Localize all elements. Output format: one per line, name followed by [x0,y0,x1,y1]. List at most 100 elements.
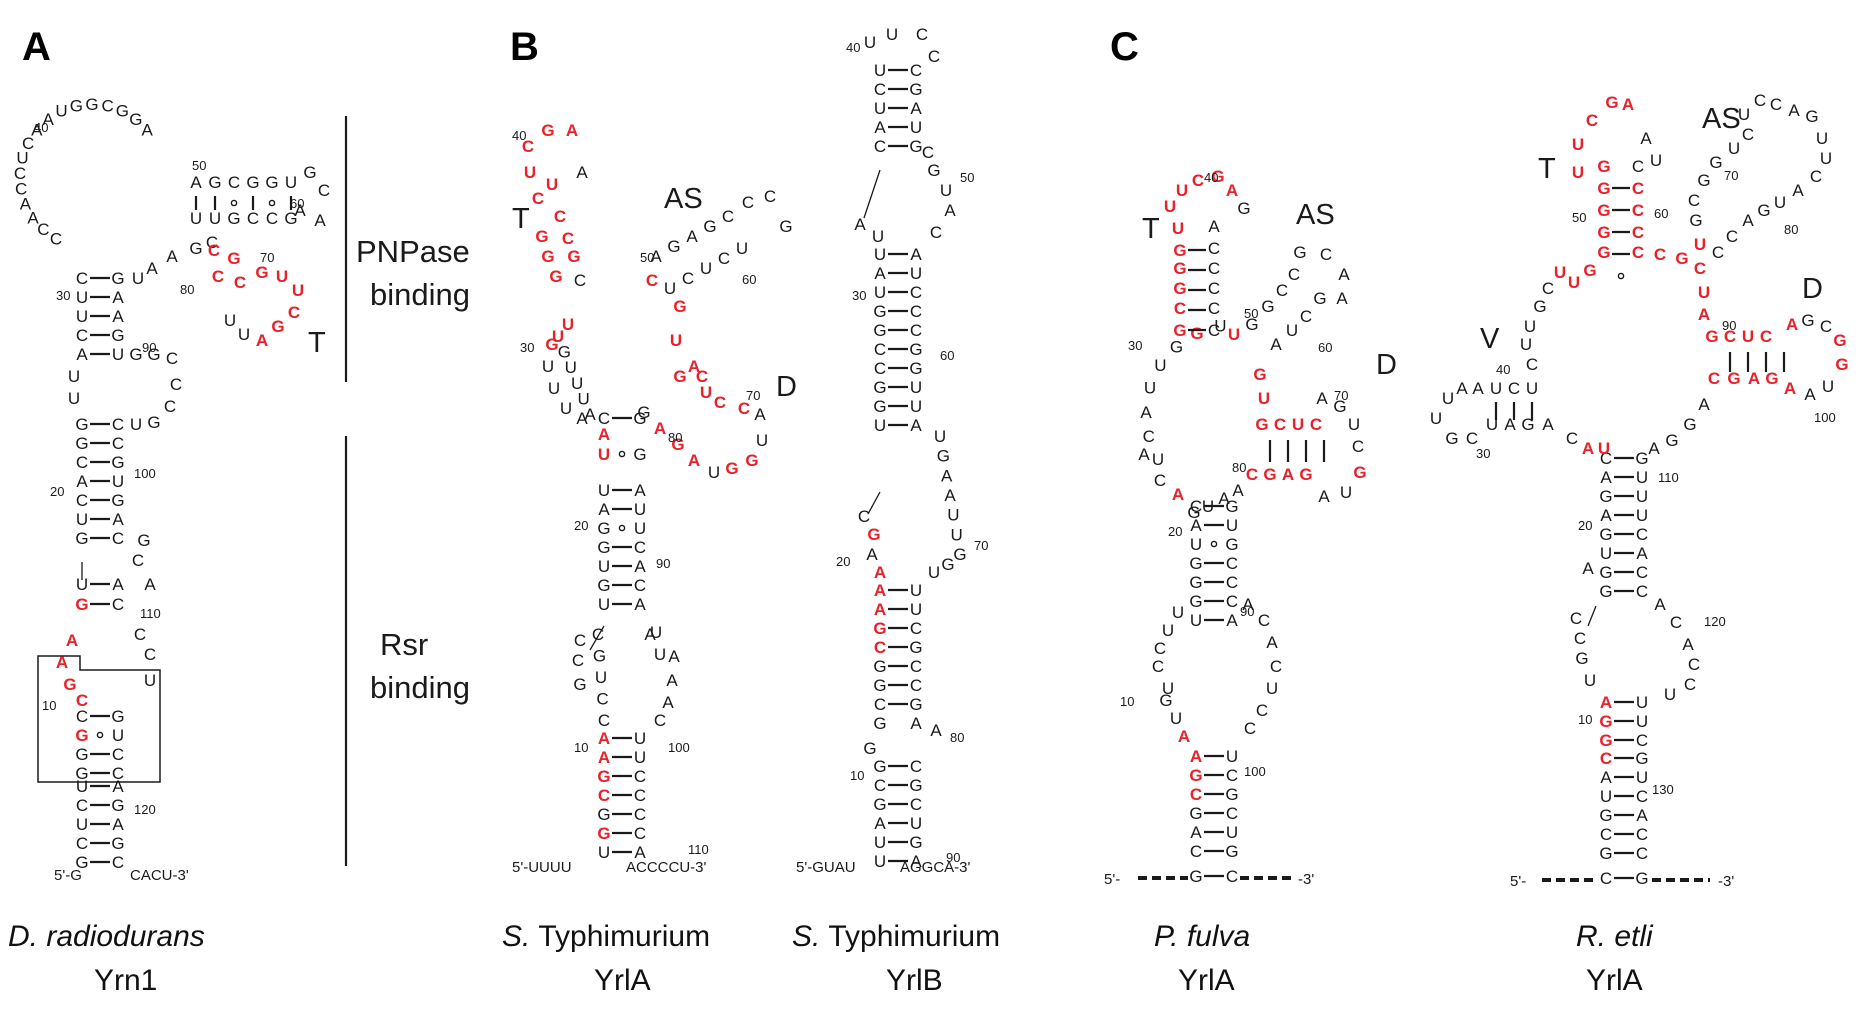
nucleotide: G [1237,199,1250,218]
nucleotide: U [910,600,922,619]
nucleotide: A [584,405,596,424]
nucleotide: A [576,163,588,182]
position-number: 20 [1578,518,1592,533]
nucleotide: C [874,638,886,657]
nucleotide: C [910,676,922,695]
nucleotide: U [1430,409,1442,428]
nucleotide: C [101,97,113,116]
nucleotide: C [288,303,300,322]
nucleotide: C [522,137,534,156]
nucleotide: G [867,525,880,544]
nucleotide: U [577,389,589,408]
nucleotide: U [238,325,250,344]
nucleotide: A [1232,481,1244,500]
wobble-pair [268,199,276,207]
nucleotide: U [1584,671,1596,690]
position-number: 70 [1724,168,1738,183]
region-as-c1: AS [1296,199,1335,231]
nucleotide: C [1770,95,1782,114]
nucleotide: U [634,729,646,748]
nucleotide: C [1190,497,1202,516]
nucleotide: A [1636,806,1648,825]
nucleotide: U [76,307,88,326]
nucleotide: G [535,227,548,246]
nucleotide: G [1261,297,1274,316]
nucleotide: G [1675,249,1688,268]
nucleotide: C [1276,281,1288,300]
position-number: 80 [1784,222,1798,237]
nucleotide: U [874,99,886,118]
nucleotide: A [874,600,886,619]
nucleotide: U [292,281,304,300]
nucleotide: G [1765,369,1778,388]
position-number: 40 [34,120,48,135]
nucleotide: C [874,776,886,795]
position-number: 80 [1232,460,1246,475]
panel-label-a: A [22,25,51,69]
nucleotide: G [637,403,650,422]
nucleotide: G [1189,804,1202,823]
nucleotide: G [85,95,98,114]
nucleotide: U [1226,747,1238,766]
nucleotide: G [1225,785,1238,804]
nucleotide: C [910,61,922,80]
nucleotide: G [1801,311,1814,330]
nucleotide: A [1472,379,1484,398]
nucleotide: G [1255,415,1268,434]
nucleotide: U [112,345,124,364]
nucleotide: G [1689,211,1702,230]
nucleotide: U [1292,415,1304,434]
nucleotide: G [667,237,680,256]
nucleotide: A [1138,445,1150,464]
nucleotide: C [1226,592,1238,611]
nucleotide: G [147,413,160,432]
nucleotide: U [1226,823,1238,842]
nucleotide: A [644,625,656,644]
nucleotide: U [1526,379,1538,398]
region-t-a: T [308,327,326,359]
nucleotide: C [22,134,34,153]
rsr-label-2: binding [370,670,470,705]
nucleotide: C [1636,731,1648,750]
end-3-c1: -3' [1298,871,1314,888]
region-t-c1: T [1142,213,1160,245]
end-5-c2: 5'- [1510,873,1526,890]
nucleotide: G [111,326,124,345]
nucleotide: U [634,748,646,767]
caption-gene-c1: YrlA [1178,964,1235,997]
nucleotide: C [1670,613,1682,632]
nucleotide: G [111,491,124,510]
position-number: 100 [1814,410,1836,425]
nucleotide: U [1636,693,1648,712]
nucleotide: A [1682,635,1694,654]
nucleotide: U [650,623,662,642]
nucleotide: C [15,180,27,199]
nucleotide: U [598,481,610,500]
nucleotide: C [1566,429,1578,448]
nucleotide: C [910,757,922,776]
position-number: 20 [50,484,64,499]
nucleotide: U [1816,129,1828,148]
nucleotide: U [1172,219,1184,238]
nucleotide: G [111,834,124,853]
nucleotide: A [944,486,956,505]
nucleotide: A [668,647,680,666]
nucleotide: A [314,211,326,230]
nucleotide: U [1636,468,1648,487]
nucleotide: G [909,340,922,359]
nucleotide: G [873,657,886,676]
position-number: 130 [1652,782,1674,797]
nucleotide: U [1664,685,1676,704]
nucleotide: A [1600,506,1612,525]
nucleotide: A [1208,217,1220,236]
nucleotide: A [1266,633,1278,652]
nucleotide: U [565,358,577,377]
nucleotide: C [1208,299,1220,318]
nucleotide: C [634,786,646,805]
nucleotide: U [1636,768,1648,787]
nucleotide: G [909,695,922,714]
region-t-c2: T [1538,153,1556,185]
position-number: 110 [1658,470,1679,485]
nucleotide: G [189,239,202,258]
